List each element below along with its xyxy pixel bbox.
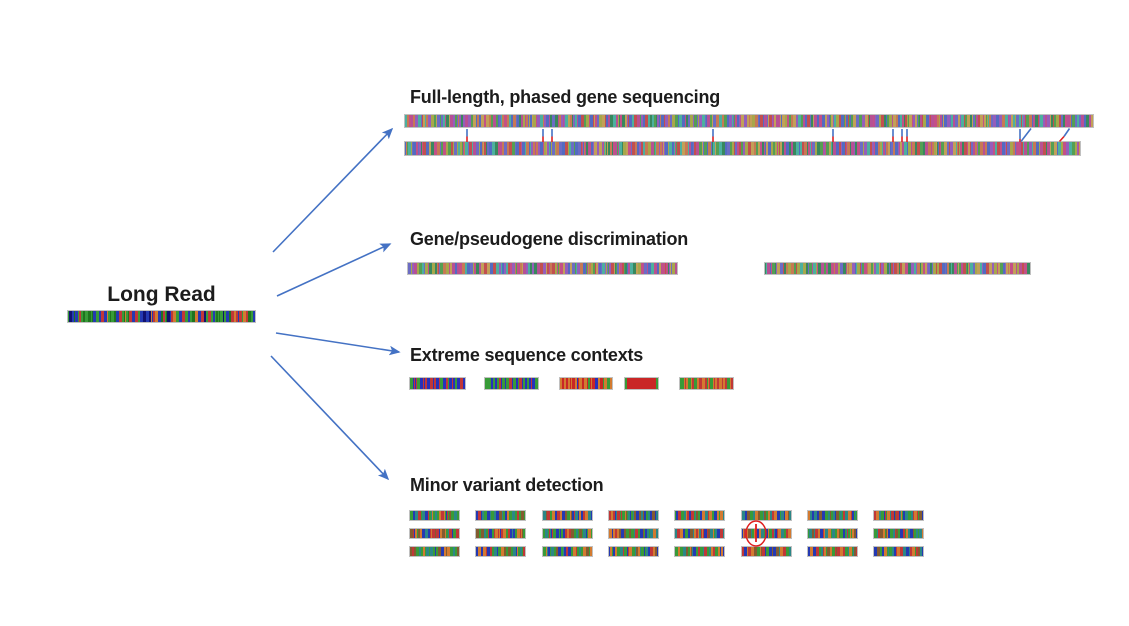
full-length-read-bar-top — [404, 114, 1094, 128]
minor-variant-read-bar — [740, 528, 792, 539]
minor-variant-read-bar — [740, 546, 792, 557]
minor-variant-read-bar — [873, 510, 925, 521]
long-read-sequence-bar — [67, 310, 256, 323]
extreme-context-bar-2 — [484, 377, 539, 390]
minor-variant-read-bar — [873, 528, 925, 539]
extreme-context-bar-1 — [409, 377, 466, 390]
minor-variant-read-bar — [607, 546, 659, 557]
section-title-full-length: Full-length, phased gene sequencing — [410, 87, 721, 107]
minor-variant-read-bar — [607, 510, 659, 521]
minor-variant-read-bar — [475, 546, 527, 557]
minor-variant-read-bar — [674, 528, 726, 539]
minor-variant-read-bar — [541, 510, 593, 521]
variant-diagonal-mark — [1020, 128, 1032, 142]
variant-diagonal-mark — [1063, 128, 1071, 137]
minor-variant-read-bar — [409, 510, 460, 521]
minor-variant-read-bar — [740, 510, 792, 521]
minor-variant-read-bar — [607, 528, 659, 539]
arrow — [270, 355, 390, 481]
minor-variant-read-bar — [475, 510, 527, 521]
full-length-read-bar-bottom — [404, 141, 1081, 156]
minor-variant-read-bar — [873, 546, 925, 557]
long-read-label: Long Read — [107, 283, 216, 306]
variant-diagonal-mark — [1058, 135, 1065, 143]
arrow — [276, 243, 392, 297]
section-title-extreme-contexts: Extreme sequence contexts — [410, 345, 644, 365]
minor-variant-read-bar — [409, 546, 460, 557]
minor-variant-read-bar — [541, 546, 593, 557]
minor-variant-read-bar — [674, 510, 726, 521]
gene-read-bar — [407, 262, 678, 275]
minor-variant-read-bar — [806, 510, 858, 521]
arrow — [272, 127, 394, 253]
minor-variant-read-bar — [806, 528, 858, 539]
minor-variant-read-bar — [806, 546, 858, 557]
section-title-minor-variant: Minor variant detection — [410, 475, 604, 495]
extreme-context-bar-5 — [679, 377, 734, 390]
arrow — [275, 332, 401, 356]
minor-variant-read-bar — [409, 528, 460, 539]
minor-variant-read-bar — [674, 546, 726, 557]
extreme-context-bar-3 — [559, 377, 613, 390]
pseudogene-read-bar — [764, 262, 1031, 275]
section-title-gene-pseudogene: Gene/pseudogene discrimination — [410, 229, 689, 249]
minor-variant-read-bar — [475, 528, 527, 539]
minor-variant-read-bar — [541, 528, 593, 539]
extreme-context-bar-4 — [624, 377, 659, 390]
